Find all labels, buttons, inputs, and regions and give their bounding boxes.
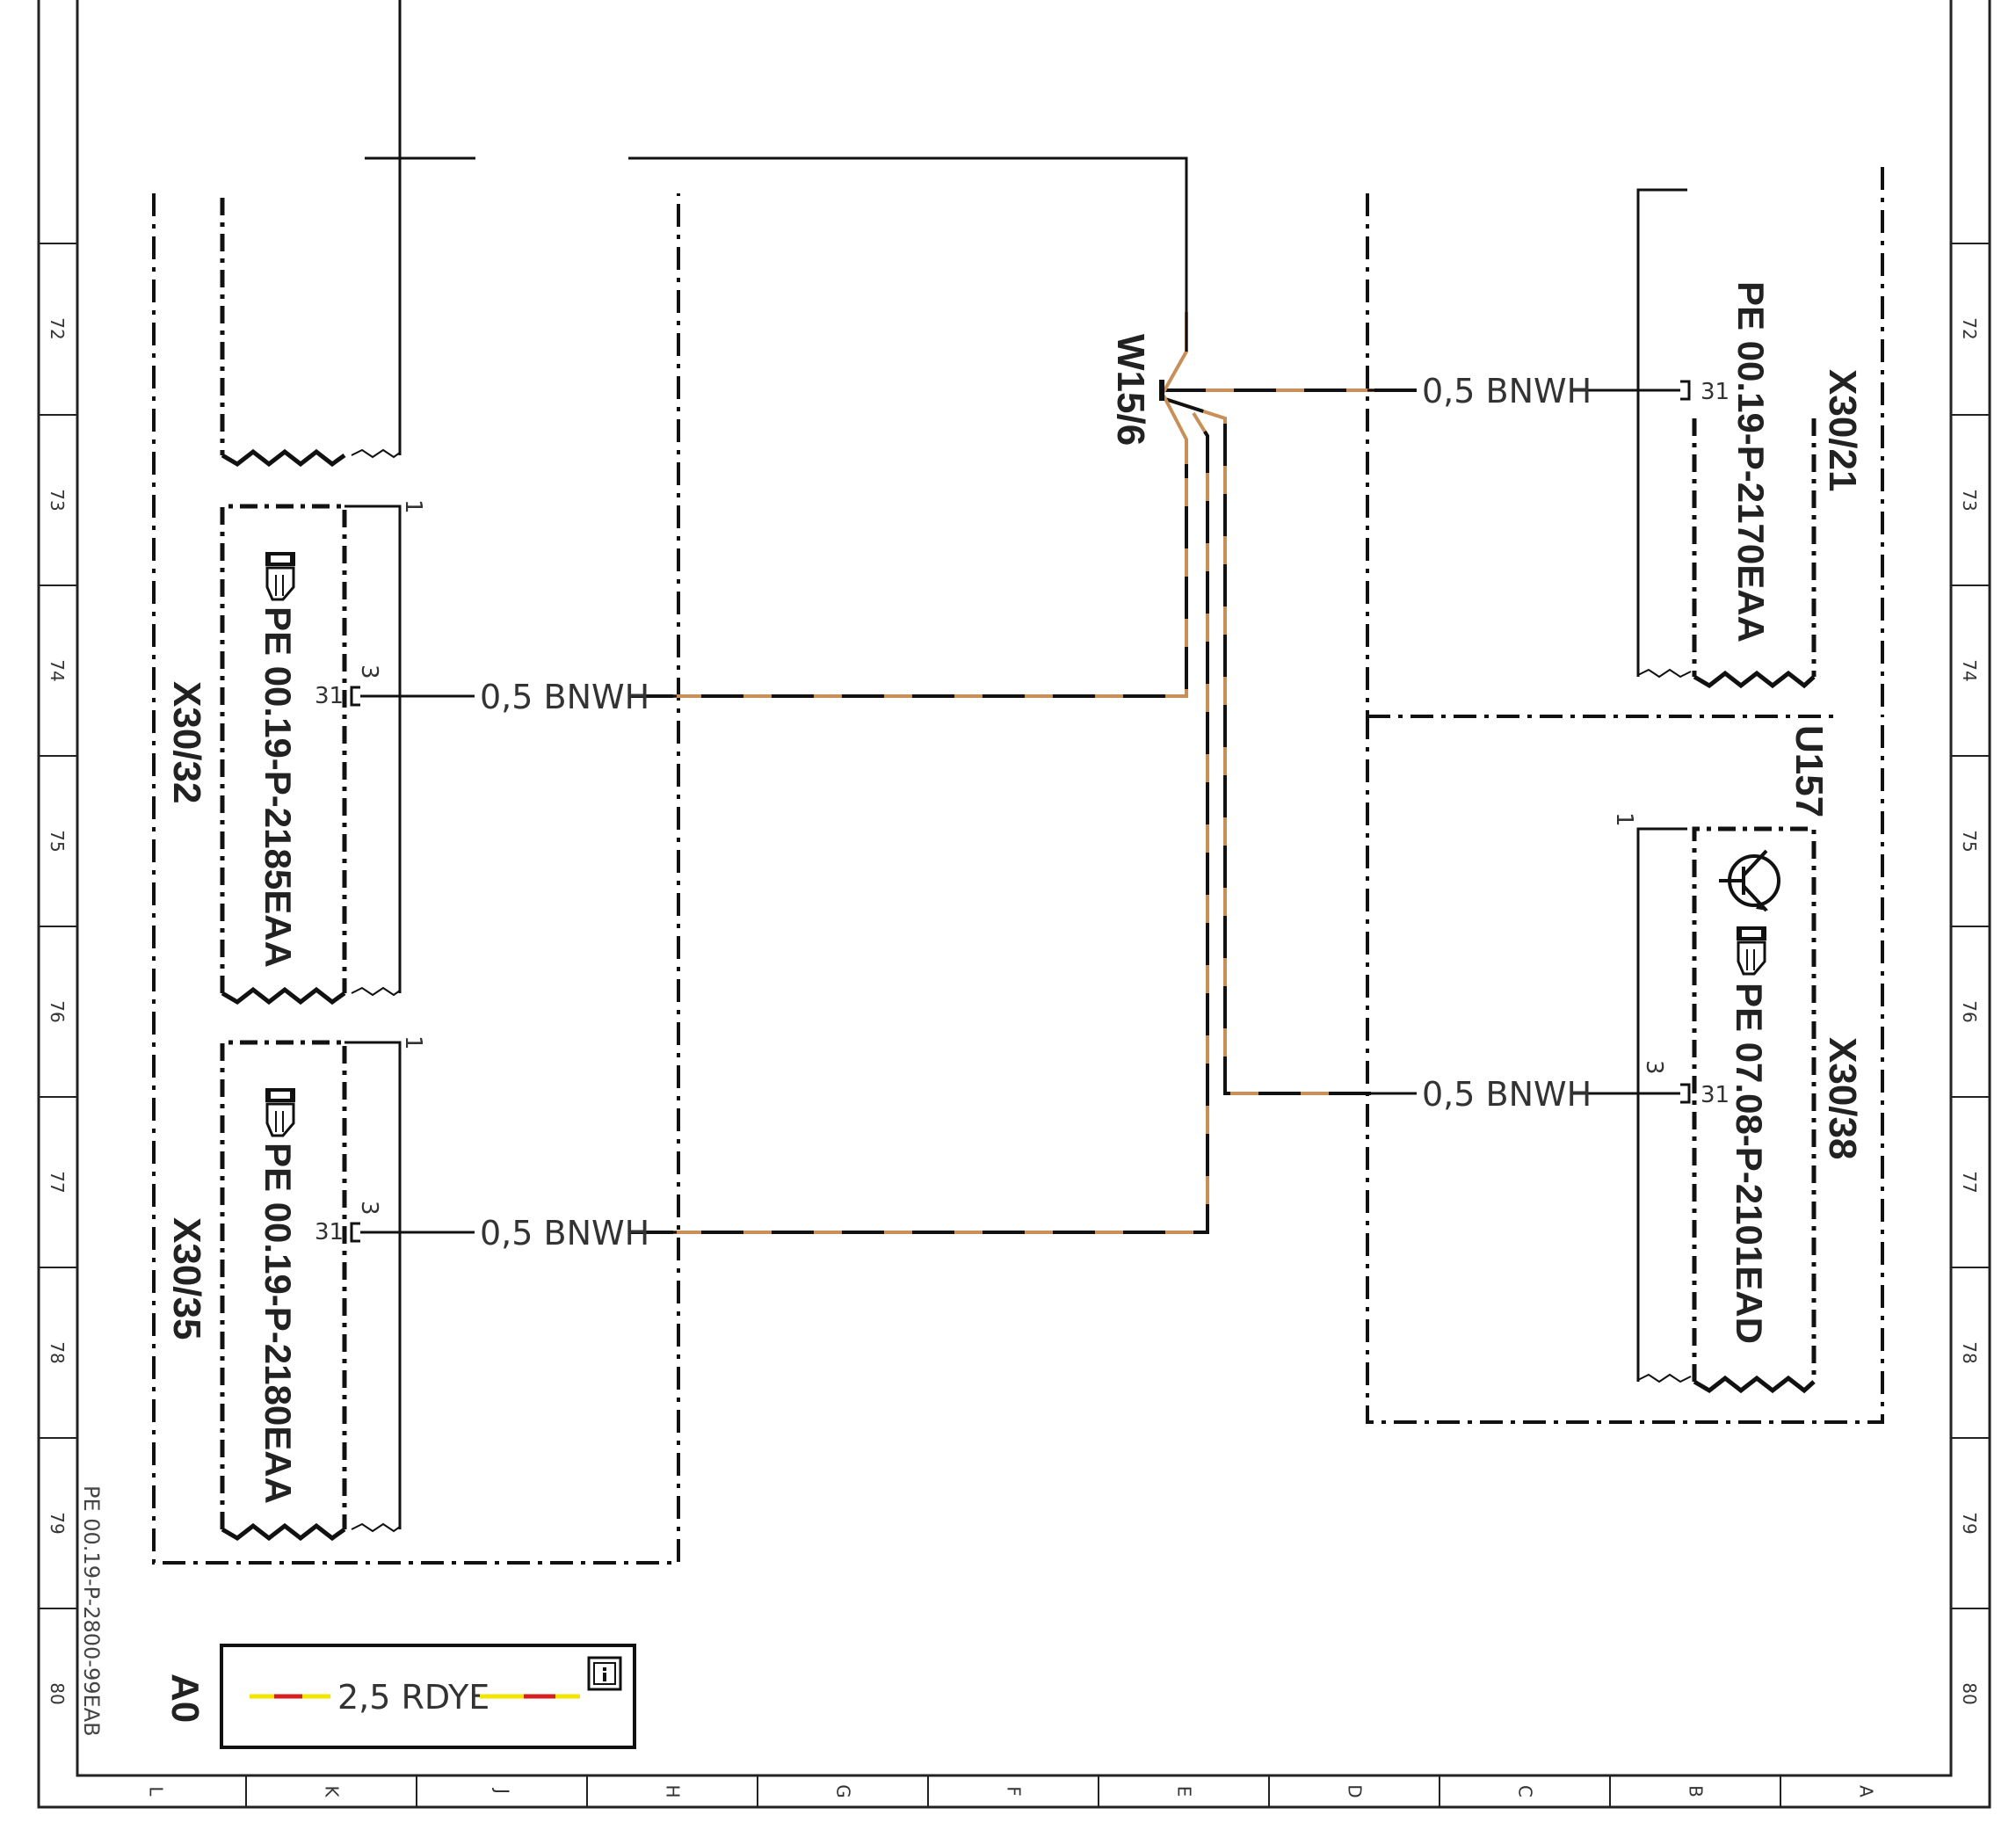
document-number: PE 00.19-P-2800-99EAB xyxy=(79,1485,104,1737)
row-label: 80 xyxy=(1959,1682,1980,1704)
hand-pointer-icon[interactable] xyxy=(265,552,295,601)
connector-reference: PE 00.19-P-2185EAA xyxy=(257,606,299,968)
column-label: F xyxy=(1004,1786,1025,1797)
transistor-icon xyxy=(1719,849,1780,912)
connector-reference: PE 00.19-P-2170EAA xyxy=(1730,281,1772,643)
column-label: B xyxy=(1686,1785,1707,1797)
pin-number: 3 xyxy=(356,664,382,679)
connector-reference: PE 00.19-P-2180EAA xyxy=(257,1143,299,1504)
connector-name: X30/21 xyxy=(1821,369,1864,491)
pin-number: 31 xyxy=(1701,1082,1730,1108)
column-label: D xyxy=(1345,1784,1366,1797)
wire-label: 2,5 RDYE xyxy=(337,1678,489,1717)
row-label: 74 xyxy=(47,659,68,681)
splice-w15-6: W15/6 xyxy=(1109,334,1164,446)
connector-x30-32: 1 3 31 PE 00.19-P-2185EAA X30/32 xyxy=(165,499,426,1006)
row-label: 79 xyxy=(1959,1512,1980,1534)
pin-number: 3 xyxy=(1641,1060,1667,1075)
row-label: 74 xyxy=(1959,659,1980,681)
module-a0: 2,5 RDYE A0 xyxy=(163,1644,636,1749)
row-label: 72 xyxy=(47,317,68,339)
row-label: 75 xyxy=(1959,830,1980,852)
row-label: 77 xyxy=(1959,1171,1980,1193)
left-device-enclosure xyxy=(152,193,680,1565)
module-name: U157 xyxy=(1788,725,1831,817)
row-label: 75 xyxy=(47,830,68,852)
column-label: E xyxy=(1174,1786,1195,1797)
right-ruler-labels: 72 73 74 75 76 77 78 79 80 xyxy=(1959,317,1980,1704)
pin-number: 1 xyxy=(1611,812,1637,827)
info-icon[interactable] xyxy=(587,1656,622,1691)
wire-label: 0,5 BNWH xyxy=(480,1214,649,1252)
pin-number: 3 xyxy=(356,1201,382,1216)
hand-pointer-icon[interactable] xyxy=(265,1088,295,1137)
row-label: 72 xyxy=(1959,317,1980,339)
row-label: 73 xyxy=(47,489,68,511)
row-label: 73 xyxy=(1959,489,1980,511)
module-u157: U157 xyxy=(1366,715,1884,1424)
top-incoming-lines xyxy=(365,0,1188,455)
connector-x30-21: 31 PE 00.19-P-2170EAA X30/21 xyxy=(1636,188,1864,689)
pin-number: 31 xyxy=(315,1219,344,1245)
column-label: J xyxy=(492,1787,513,1794)
connector-x30-38: 1 3 31 PE 07.08-P-2101EAD X30/38 xyxy=(1611,812,1864,1394)
connector-x30-35: 1 3 31 PE 00.19-P-2180EAA X30/35 xyxy=(165,1035,426,1542)
pin-number: 1 xyxy=(400,499,426,514)
module-name: A0 xyxy=(163,1674,207,1723)
column-label: C xyxy=(1515,1785,1536,1797)
wire-label: 0,5 BNWH xyxy=(480,678,649,716)
row-label: 78 xyxy=(1959,1341,1980,1363)
hand-pointer-icon[interactable] xyxy=(1737,926,1766,976)
sheet-frame xyxy=(37,0,1991,1809)
bottom-ruler-labels: L K J H G F E D C B A xyxy=(146,1784,1877,1798)
connector-name: X30/32 xyxy=(165,681,208,803)
row-label: 79 xyxy=(47,1512,68,1534)
connector-name: X30/35 xyxy=(165,1217,208,1340)
wire-label: 0,5 BNWH xyxy=(1422,372,1592,410)
splice-name: W15/6 xyxy=(1109,334,1152,446)
row-label: 78 xyxy=(47,1341,68,1363)
column-label: L xyxy=(146,1786,167,1797)
right-enclosure xyxy=(1366,167,1884,716)
column-label: K xyxy=(322,1785,343,1797)
connector-reference: PE 07.08-P-2101EAD xyxy=(1729,983,1770,1344)
wire-labels: 0,5 BNWH 0,5 BNWH 0,5 BNWH 0,5 BNWH xyxy=(480,372,1592,1252)
column-label: H xyxy=(663,1784,684,1797)
row-label: 76 xyxy=(1959,1000,1980,1022)
pin-number: 1 xyxy=(400,1035,426,1050)
wire-label: 0,5 BNWH xyxy=(1422,1075,1592,1114)
pin-number: 31 xyxy=(315,683,344,709)
row-label: 77 xyxy=(47,1171,68,1193)
wire-harness xyxy=(360,312,1680,1234)
connector-name: X30/38 xyxy=(1821,1037,1864,1159)
left-ruler-labels: 72 73 74 75 76 77 78 79 80 xyxy=(47,317,68,1704)
row-label: 80 xyxy=(47,1682,68,1704)
column-label: G xyxy=(833,1784,854,1798)
row-label: 76 xyxy=(47,1000,68,1022)
pin-number: 31 xyxy=(1701,379,1730,405)
upper-connector-fragment xyxy=(220,198,401,468)
column-label: A xyxy=(1856,1785,1877,1797)
